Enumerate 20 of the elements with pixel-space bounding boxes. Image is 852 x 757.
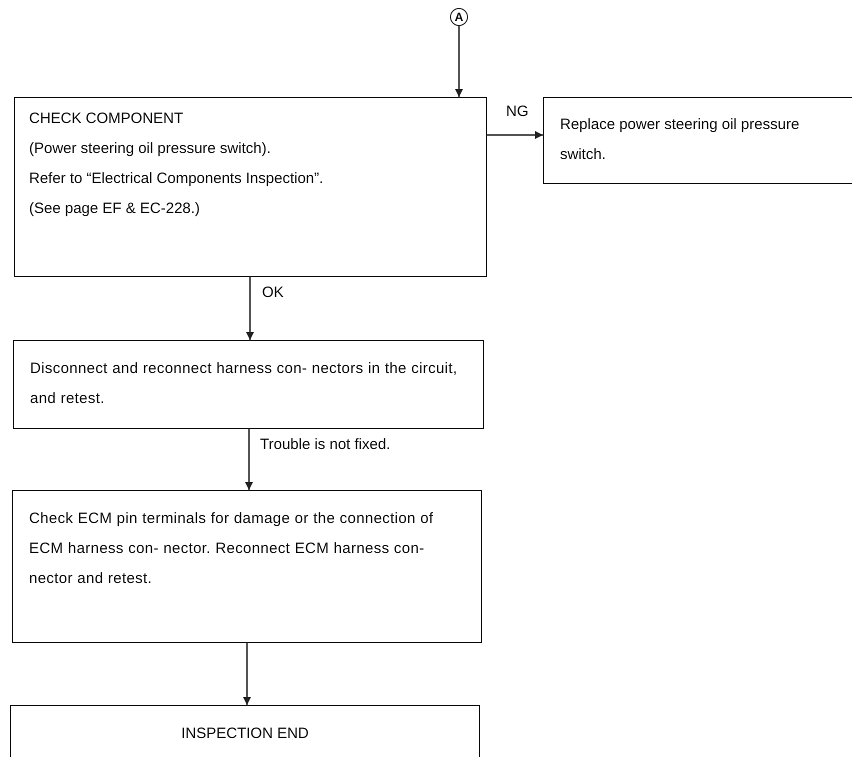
process-box <box>543 97 852 184</box>
arrow <box>455 26 463 97</box>
connector-letter: A <box>454 9 464 25</box>
process-box <box>12 490 482 643</box>
step-text: (Power steering oil pressure switch). <box>29 139 272 159</box>
arrow <box>487 131 543 139</box>
step-text: Replace power steering oil pressure switch. <box>560 115 800 165</box>
step-text: Disconnect and reconnect harness con- nectors in the circuit, and retest. <box>30 359 458 409</box>
arrow <box>245 429 253 490</box>
arrow <box>243 643 251 705</box>
connector-circle <box>450 8 468 26</box>
step-text: Refer to “Electrical Components Inspection”. <box>29 169 324 189</box>
step-text: INSPECTION END <box>180 724 310 744</box>
step-text: Check ECM pin terminals for damage or the connection of ECM harness con- nector. Reconnect ECM harness con- nector and retest. <box>29 509 434 589</box>
step-text: (See page EF & EC-228.) <box>29 199 201 219</box>
arrow <box>246 277 254 340</box>
process-box <box>14 97 487 277</box>
step-heading: CHECK COMPONENT <box>29 109 184 129</box>
process-box <box>10 705 480 757</box>
process-box <box>13 340 484 429</box>
